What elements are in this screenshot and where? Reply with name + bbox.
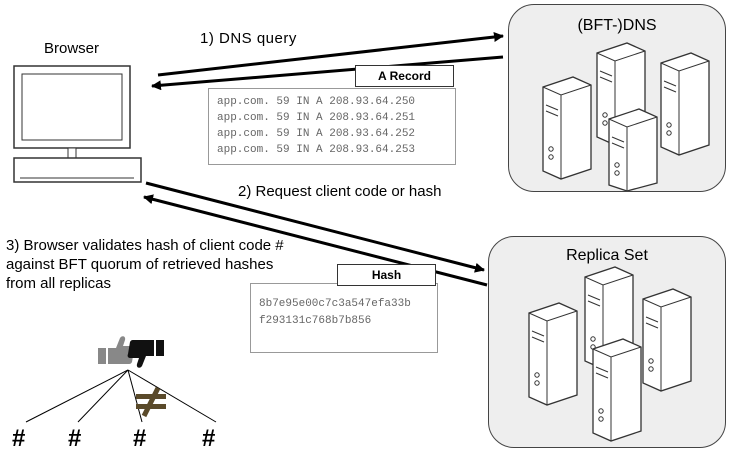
request-code-arrow [145, 181, 485, 273]
hash-line: f293131c768b7b856 [259, 315, 372, 327]
dns-cloud: (BFT-)DNS [508, 4, 726, 192]
dns-servers [542, 42, 710, 191]
hash-symbol: # [202, 425, 216, 452]
hash-symbol: # [12, 425, 26, 452]
server-icon [592, 338, 642, 442]
computer-icon [13, 65, 142, 183]
replica-servers [528, 266, 692, 442]
step1-label: 1) DNS query [200, 30, 297, 47]
server-icon [642, 288, 692, 392]
thumbs-up-down-icon [98, 336, 164, 368]
hash-line: 8b7e95e00c7c3a547efa33b [259, 298, 411, 310]
a-record-line: app.com. 59 IN A 208.93.64.251 [217, 112, 416, 124]
not-equal-icon [136, 386, 166, 418]
server-icon [528, 302, 578, 406]
hash-box: 8b7e95e00c7c3a547efa33b f293131c768b7b85… [250, 283, 438, 353]
a-record-box: app.com. 59 IN A 208.93.64.250 app.com. … [208, 88, 456, 165]
dns-response-arrow [151, 55, 504, 91]
a-record-header: A Record [355, 65, 454, 87]
step2-label: 2) Request client code or hash [238, 183, 442, 200]
server-icon [542, 76, 592, 180]
a-record-line: app.com. 59 IN A 208.93.64.250 [217, 96, 416, 108]
a-record-line: app.com. 59 IN A 208.93.64.253 [217, 144, 416, 156]
server-icon [660, 52, 710, 156]
hash-header: Hash [337, 264, 436, 286]
browser-label: Browser [44, 40, 100, 57]
step3-label: 3) Browser validates hash of client code… [6, 237, 284, 292]
dns-query-arrow [157, 32, 504, 77]
hash-symbol: # [133, 425, 147, 452]
dns-cloud-title: (BFT-)DNS [577, 17, 657, 34]
quorum-lines [25, 369, 217, 423]
hash-symbol: # [68, 425, 82, 452]
a-record-line: app.com. 59 IN A 208.93.64.252 [217, 128, 416, 140]
server-icon [608, 108, 658, 191]
replica-cloud: Replica Set [488, 236, 726, 448]
replica-cloud-title: Replica Set [566, 247, 648, 264]
